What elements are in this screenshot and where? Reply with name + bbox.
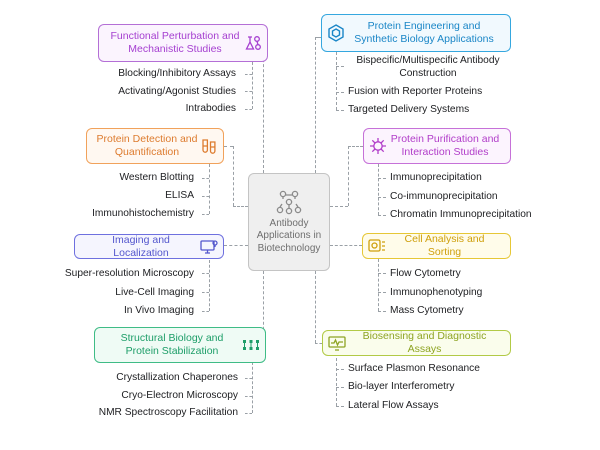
list-item: Cryo-Electron Microscopy [121, 390, 238, 401]
hexagon-gear-icon [328, 24, 344, 42]
list-item: Targeted Delivery Systems [348, 104, 470, 115]
list-item: Immunoprecipitation [390, 172, 482, 183]
list-item: Bio-layer Interferometry [348, 381, 455, 392]
list-item: NMR Spectroscopy Facilitation [98, 407, 238, 418]
list-item: Live-Cell Imaging [115, 287, 194, 298]
test-tubes-icon [202, 139, 216, 154]
list-item: Immunohistochemistry [92, 208, 194, 219]
list-item: Intrabodies [185, 103, 236, 114]
list-item: Activating/Agonist Studies [118, 86, 236, 97]
branch-title: Functional Perturbation and Mechanistic … [110, 30, 240, 55]
list-item: Chromatin Immunoprecipitation [390, 209, 532, 220]
list-item: Lateral Flow Assays [348, 400, 439, 411]
branch-title: Protein Engineering and Synthetic Biolog… [354, 20, 494, 45]
lattice-icon [243, 340, 259, 350]
list-item: Western Blotting [119, 172, 194, 183]
branch-structural-biology: Structural Biology and Protein Stabiliza… [94, 327, 266, 363]
center-node: Antibody Applications in Biotechnology [248, 173, 330, 271]
list-item: Bispecific/Multispecific Antibody Constr… [356, 55, 500, 79]
list-item: Super-resolution Microscopy [64, 268, 194, 279]
list-item: Blocking/Inhibitory Assays [118, 68, 236, 79]
center-title: Antibody Applications in Biotechnology [256, 217, 322, 254]
branch-title: Biosensing and Diagnostic Assays [362, 330, 487, 355]
list-item: In Vivo Imaging [123, 305, 194, 316]
branch-title: Imaging and Localization [112, 233, 170, 259]
flask-molecule-icon [245, 36, 261, 50]
list-item: Surface Plasmon Resonance [348, 363, 480, 374]
branch-title: Protein Detection and Quantification [96, 133, 198, 158]
list-item: Mass Cytometry [390, 305, 464, 316]
list-item: Fusion with Reporter Proteins [348, 86, 483, 97]
branch-protein-engineering: Protein Engineering and Synthetic Biolog… [321, 14, 511, 52]
antibody-network-icon [276, 190, 302, 214]
diagnostic-monitor-icon [328, 336, 346, 351]
branch-title: Structural Biology and Protein Stabiliza… [120, 332, 224, 357]
list-item: Immunophenotyping [390, 287, 483, 298]
branch-imaging-localization: Imaging and Localization [74, 234, 224, 259]
branch-title: Protein Purification and Interaction Stu… [390, 133, 500, 158]
branch-functional-perturbation: Functional Perturbation and Mechanistic … [98, 24, 268, 62]
branch-cell-analysis: Cell Analysis and Sorting [362, 233, 511, 259]
branch-title: Cell Analysis and Sorting [404, 233, 485, 258]
branch-protein-detection: Protein Detection and Quantification [86, 128, 224, 164]
list-item: Co-immunoprecipitation [390, 191, 498, 202]
list-item: Flow Cytometry [390, 268, 461, 279]
list-item: ELISA [165, 190, 194, 201]
branch-protein-purification: Protein Purification and Interaction Stu… [363, 128, 511, 164]
monitor-location-icon [200, 239, 218, 254]
list-item: Crystallization Chaperones [116, 372, 238, 383]
branch-biosensing: Biosensing and Diagnostic Assays [322, 330, 511, 356]
cell-sorting-icon [368, 239, 385, 252]
virus-icon [370, 138, 386, 154]
